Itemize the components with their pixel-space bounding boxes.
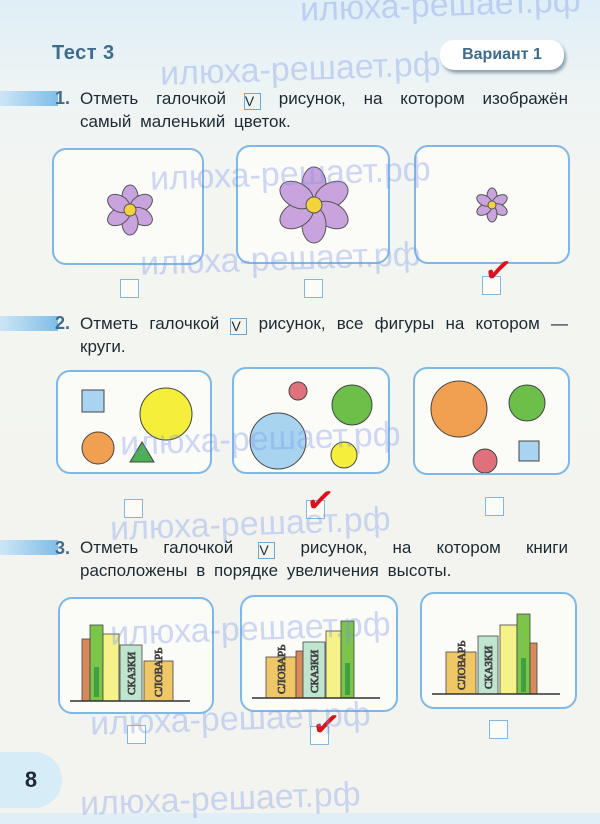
question-text-part: рисунок, на котором изображён самый мале… <box>80 89 568 131</box>
flower-icon <box>107 184 153 236</box>
question-marker <box>0 91 58 106</box>
question-text-part: Отметь галочкой <box>80 538 234 557</box>
books-icon: СЛОВАРЬ СКАЗКИ <box>252 620 380 699</box>
answer-checkbox[interactable] <box>304 279 323 298</box>
question-number: 3. <box>55 538 71 558</box>
option-picture-books-decreasing: СКАЗКИ СЛОВАРЬ <box>58 597 214 714</box>
handwritten-check-icon: ✓ <box>481 250 516 292</box>
page-number: 8 <box>0 752 62 808</box>
question-text: Отметь галочкой V рисунок, на котором из… <box>80 87 568 133</box>
question-text: Отметь галочкой V рисунок, все фигуры на… <box>80 312 568 358</box>
question-marker <box>0 540 58 555</box>
books-icon: СКАЗКИ СЛОВАРЬ <box>70 624 190 702</box>
option-picture-smallest-flower <box>414 145 570 264</box>
answer-checkbox[interactable] <box>124 499 143 518</box>
checkbox-sample-icon: V <box>258 542 276 559</box>
question-text-part: Отметь галочкой <box>80 89 227 108</box>
book-label: СКАЗКИ <box>309 650 321 693</box>
answer-checkbox-checked[interactable] <box>482 276 501 295</box>
book-label: СЛОВАРЬ <box>456 641 468 691</box>
question-text-part: Отметь галочкой <box>80 314 220 333</box>
checkbox-sample-icon: V <box>230 318 248 335</box>
question-number: 2. <box>55 313 71 333</box>
book-label: СЛОВАРЬ <box>276 645 288 695</box>
handwritten-check-icon: ✓ <box>303 480 338 522</box>
option-picture-small-flower <box>52 148 204 265</box>
variant-badge: Вариант 1 <box>440 40 564 70</box>
books-icon: СЛОВАРЬ СКАЗКИ <box>432 613 560 695</box>
watermark: илюха-решает.рф <box>79 775 362 823</box>
book-label: СКАЗКИ <box>483 646 495 689</box>
circles-icon <box>249 381 373 470</box>
answer-checkbox[interactable] <box>489 720 508 739</box>
watermark: илюха-решает.рф <box>299 0 582 29</box>
option-picture-mixed-shapes <box>56 370 212 474</box>
option-picture-books-increasing: СЛОВАРЬ СКАЗКИ <box>240 595 398 712</box>
option-picture-circles <box>232 367 390 474</box>
flower-icon <box>279 166 349 244</box>
book-label: СЛОВАРЬ <box>153 648 165 698</box>
question-marker <box>0 316 58 331</box>
flower-icon <box>476 187 508 223</box>
handwritten-check-icon: ✓ <box>309 704 344 746</box>
answer-checkbox[interactable] <box>127 725 146 744</box>
test-title: Тест 3 <box>52 42 115 64</box>
answer-checkbox[interactable] <box>485 497 504 516</box>
option-picture-big-flower <box>236 145 390 264</box>
answer-checkbox-checked[interactable] <box>306 500 325 519</box>
option-picture-mixed-shapes <box>413 367 570 475</box>
question-text-part: рисунок, на котором книги расположены в … <box>80 538 568 580</box>
shapes-icon <box>430 380 546 473</box>
answer-checkbox[interactable] <box>120 279 139 298</box>
answer-checkbox-checked[interactable] <box>310 726 329 745</box>
question-text: Отметь галочкой V рисунок, на котором кн… <box>80 536 568 582</box>
checkbox-sample-icon: V <box>243 93 261 110</box>
question-text-part: рисунок, все фигуры на котором — круги. <box>80 314 568 356</box>
book-label: СКАЗКИ <box>126 652 138 695</box>
option-picture-books-mixed: СЛОВАРЬ СКАЗКИ <box>420 592 577 709</box>
shapes-icon <box>81 387 193 465</box>
question-number: 1. <box>55 88 71 108</box>
